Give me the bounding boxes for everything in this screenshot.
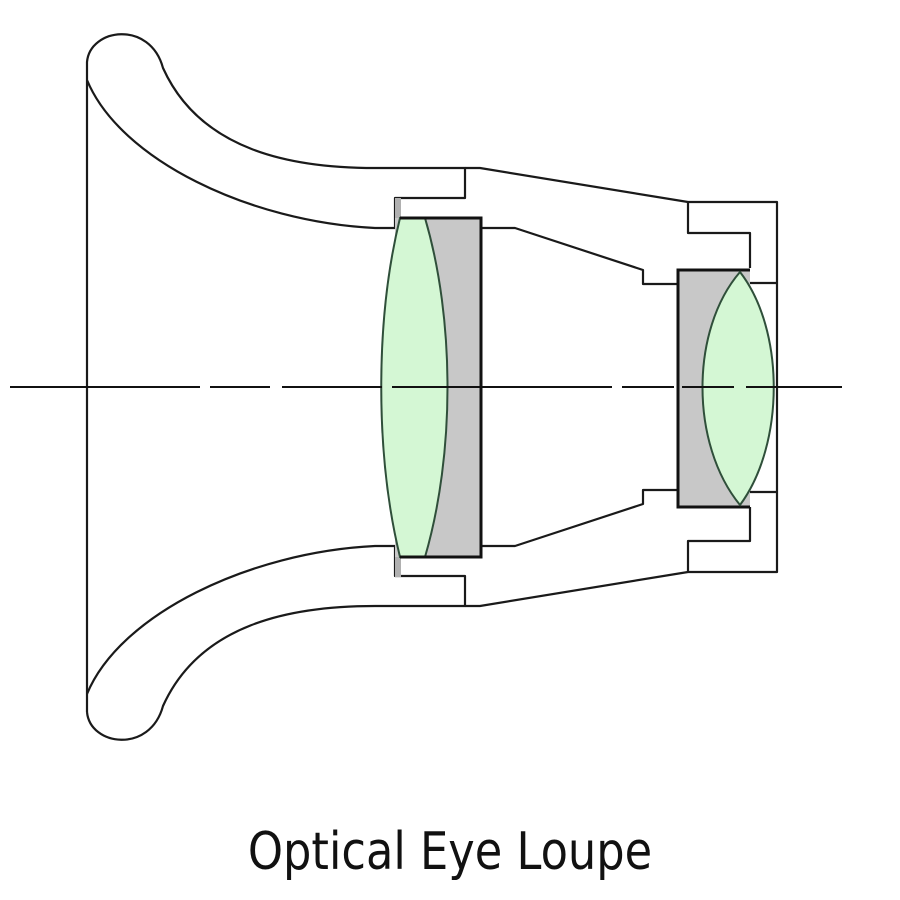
inner-tube-top <box>481 226 678 286</box>
eyecup-top <box>85 33 467 712</box>
rear-cap-top <box>686 202 777 285</box>
front-flange-top <box>395 198 401 218</box>
rear-cap-bottom <box>686 490 777 572</box>
inner-tube-bottom <box>481 488 678 548</box>
rear-lens-glass <box>701 270 775 507</box>
eyecup-bottom <box>85 544 467 741</box>
diagram-title: Optical Eye Loupe <box>247 822 653 882</box>
rear-lens-frame <box>676 268 750 509</box>
front-flange-bottom <box>395 557 401 577</box>
